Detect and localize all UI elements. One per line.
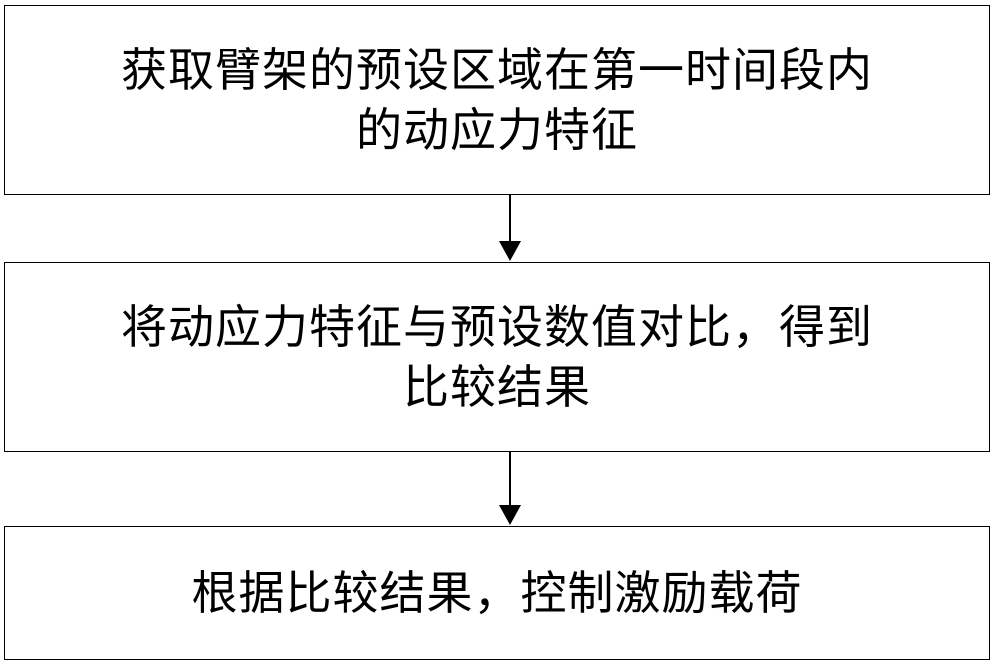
step-text-compare-preset: 将动应力特征与预设数值对比，得到 比较结果 [121, 300, 873, 414]
connector-line-1 [509, 195, 511, 242]
step-box-acquire-dynamic-stress: 获取臂架的预设区域在第一时间段内 的动应力特征 [4, 5, 990, 195]
step-text-acquire-dynamic-stress: 获取臂架的预设区域在第一时间段内 的动应力特征 [121, 43, 873, 157]
step-box-compare-preset: 将动应力特征与预设数值对比，得到 比较结果 [4, 262, 990, 452]
connector-line-2 [509, 452, 511, 506]
arrow-down-icon [499, 241, 521, 261]
arrow-down-icon [499, 505, 521, 525]
step-text-control-excitation: 根据比较结果，控制激励载荷 [191, 566, 803, 620]
step-box-control-excitation: 根据比较结果，控制激励载荷 [4, 526, 990, 660]
